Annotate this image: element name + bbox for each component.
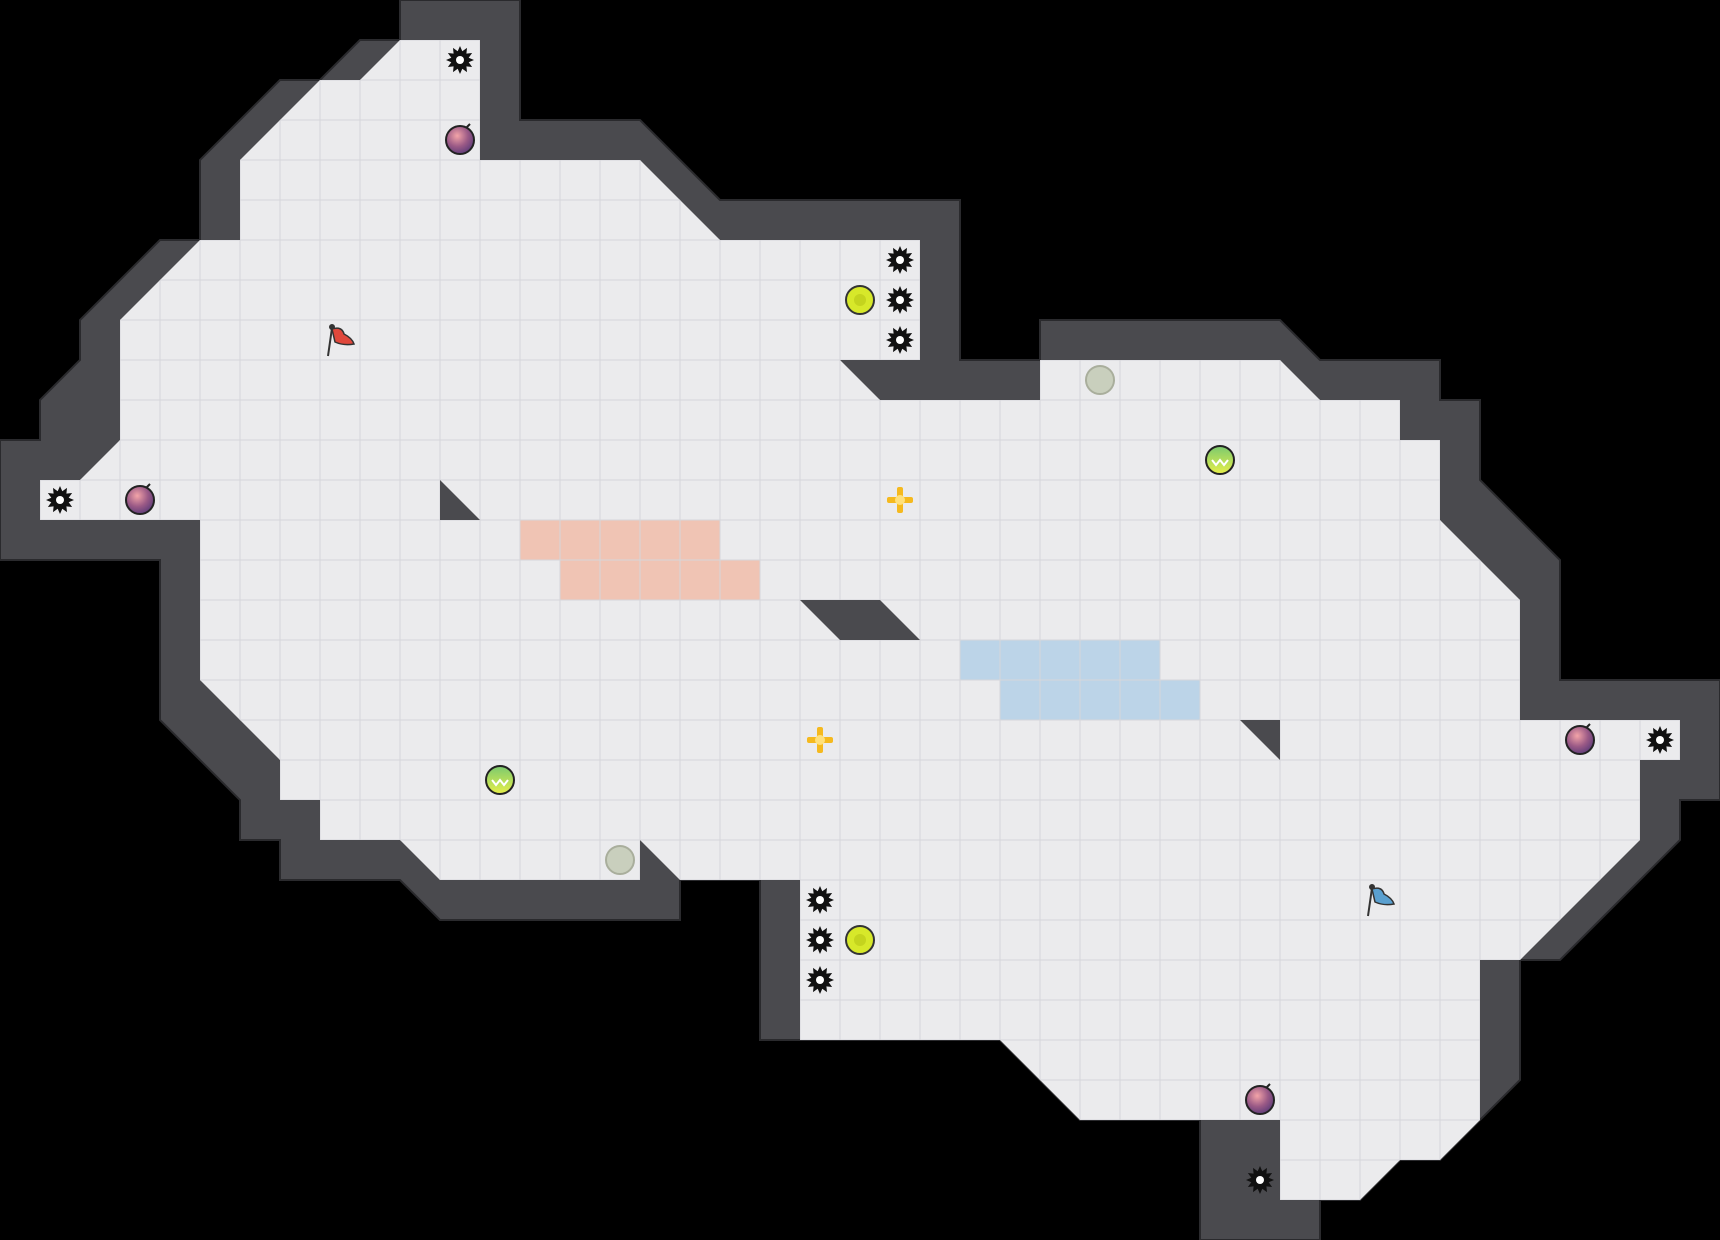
blue-flag-icon — [1367, 884, 1395, 917]
blue-zone-tile — [960, 640, 1000, 680]
bomb-icon — [1245, 1083, 1275, 1115]
red-zone-tile — [680, 520, 720, 560]
spike-icon — [1246, 1166, 1274, 1194]
blue-zone-tile — [1120, 640, 1160, 680]
blue-zone-tile — [1000, 640, 1040, 680]
red-zone-tile — [600, 560, 640, 600]
spike-icon — [1646, 726, 1674, 754]
spike-icon — [886, 246, 914, 274]
bomb-icon — [445, 123, 475, 155]
blue-zone-tile — [1000, 680, 1040, 720]
teleport-icon — [887, 487, 913, 513]
spike-icon — [806, 966, 834, 994]
diagonal-wall — [800, 600, 920, 640]
red-zone-tile — [520, 520, 560, 560]
red-zone-tile — [560, 560, 600, 600]
blue-zone-tile — [1080, 640, 1120, 680]
powerup-icon — [485, 765, 515, 795]
spike-icon — [806, 886, 834, 914]
map-items — [46, 46, 1674, 1194]
blue-zone-tile — [1120, 680, 1160, 720]
blue-zone-tile — [1040, 680, 1080, 720]
blue-zone-tile — [1040, 640, 1080, 680]
portal-icon — [605, 845, 635, 875]
red-zone-tile — [640, 520, 680, 560]
red-zone-tile — [720, 560, 760, 600]
spike-icon — [886, 326, 914, 354]
portal-icon — [1085, 365, 1115, 395]
spike-icon — [46, 486, 74, 514]
red-zone-tile — [560, 520, 600, 560]
bomb-icon — [1565, 723, 1595, 755]
spike-icon — [806, 926, 834, 954]
teleport-icon — [807, 727, 833, 753]
diagonal-wall — [1240, 720, 1280, 760]
blue-zone-tile — [1160, 680, 1200, 720]
spike-icon — [446, 46, 474, 74]
red-flag-icon — [327, 324, 355, 357]
red-zone-tile — [600, 520, 640, 560]
red-team-zone — [520, 520, 760, 600]
diagonal-wall — [440, 480, 480, 520]
red-zone-tile — [640, 560, 680, 600]
blue-zone-tile — [1080, 680, 1120, 720]
blue-team-zone — [960, 640, 1200, 720]
red-zone-tile — [680, 560, 720, 600]
powerup-icon — [1205, 445, 1235, 475]
spike-icon — [886, 286, 914, 314]
boost-icon — [845, 925, 875, 955]
boost-icon — [845, 285, 875, 315]
bomb-icon — [125, 483, 155, 515]
